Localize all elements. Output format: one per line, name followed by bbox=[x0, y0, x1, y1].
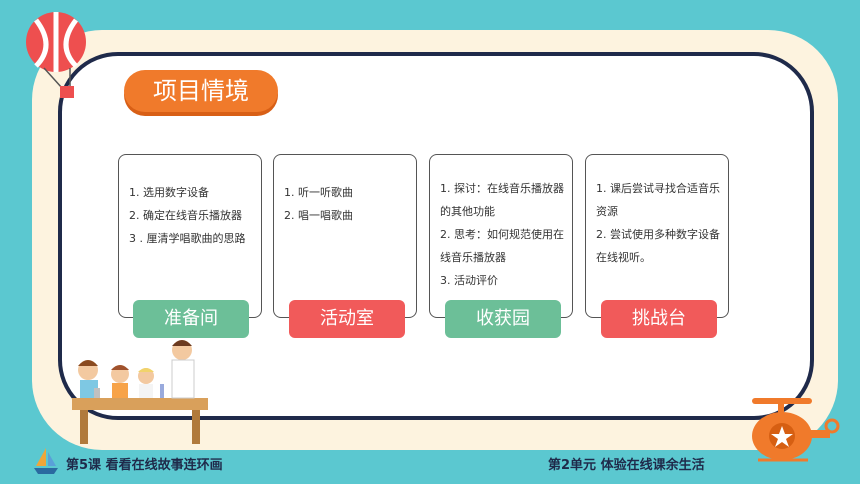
card-list: 1. 课后尝试寻找合适音乐资源 2. 尝试使用多种数字设备在线视听。 bbox=[586, 155, 728, 269]
sailboat-icon bbox=[34, 448, 58, 474]
card-label-challenge[interactable]: 挑战台 bbox=[601, 300, 717, 338]
footer-lesson-title: 第5课 看看在线故事连环画 bbox=[66, 458, 223, 473]
card-list: 1. 选用数字设备 2. 确定在线音乐播放器 3 . 厘清学唱歌曲的思路 bbox=[119, 155, 261, 250]
list-item: 2. 尝试使用多种数字设备在线视听。 bbox=[596, 228, 720, 264]
helicopter-icon bbox=[752, 398, 840, 462]
card-label-preparation[interactable]: 准备间 bbox=[133, 300, 249, 338]
children-lab-illustration bbox=[72, 340, 208, 444]
card-activity: 1. 听一听歌曲 2. 唱一唱歌曲 bbox=[273, 154, 417, 318]
list-item: 3. 活动评价 bbox=[440, 274, 498, 287]
list-item: 2. 唱一唱歌曲 bbox=[284, 209, 353, 222]
list-item: 1. 听一听歌曲 bbox=[284, 186, 353, 199]
card-list: 1. 探讨：在线音乐播放器的其他功能 2. 思考：如何规范使用在线音乐播放器 3… bbox=[430, 155, 572, 292]
card-preparation: 1. 选用数字设备 2. 确定在线音乐播放器 3 . 厘清学唱歌曲的思路 bbox=[118, 154, 262, 318]
list-item: 1. 课后尝试寻找合适音乐资源 bbox=[596, 182, 720, 218]
card-label-activity[interactable]: 活动室 bbox=[289, 300, 405, 338]
list-item: 3 . 厘清学唱歌曲的思路 bbox=[129, 232, 246, 245]
list-item: 2. 思考：如何规范使用在线音乐播放器 bbox=[440, 228, 564, 264]
card-label-harvest[interactable]: 收获园 bbox=[445, 300, 561, 338]
card-list: 1. 听一听歌曲 2. 唱一唱歌曲 bbox=[274, 155, 416, 227]
card-challenge: 1. 课后尝试寻找合适音乐资源 2. 尝试使用多种数字设备在线视听。 bbox=[585, 154, 729, 318]
footer-unit-title: 第2单元 体验在线课余生活 bbox=[548, 458, 705, 473]
card-harvest: 1. 探讨：在线音乐播放器的其他功能 2. 思考：如何规范使用在线音乐播放器 3… bbox=[429, 154, 573, 318]
list-item: 1. 探讨：在线音乐播放器的其他功能 bbox=[440, 182, 564, 218]
list-item: 2. 确定在线音乐播放器 bbox=[129, 209, 242, 222]
hot-air-balloon-icon bbox=[26, 12, 86, 98]
list-item: 1. 选用数字设备 bbox=[129, 186, 209, 199]
page-title: 项目情境 bbox=[124, 70, 278, 112]
